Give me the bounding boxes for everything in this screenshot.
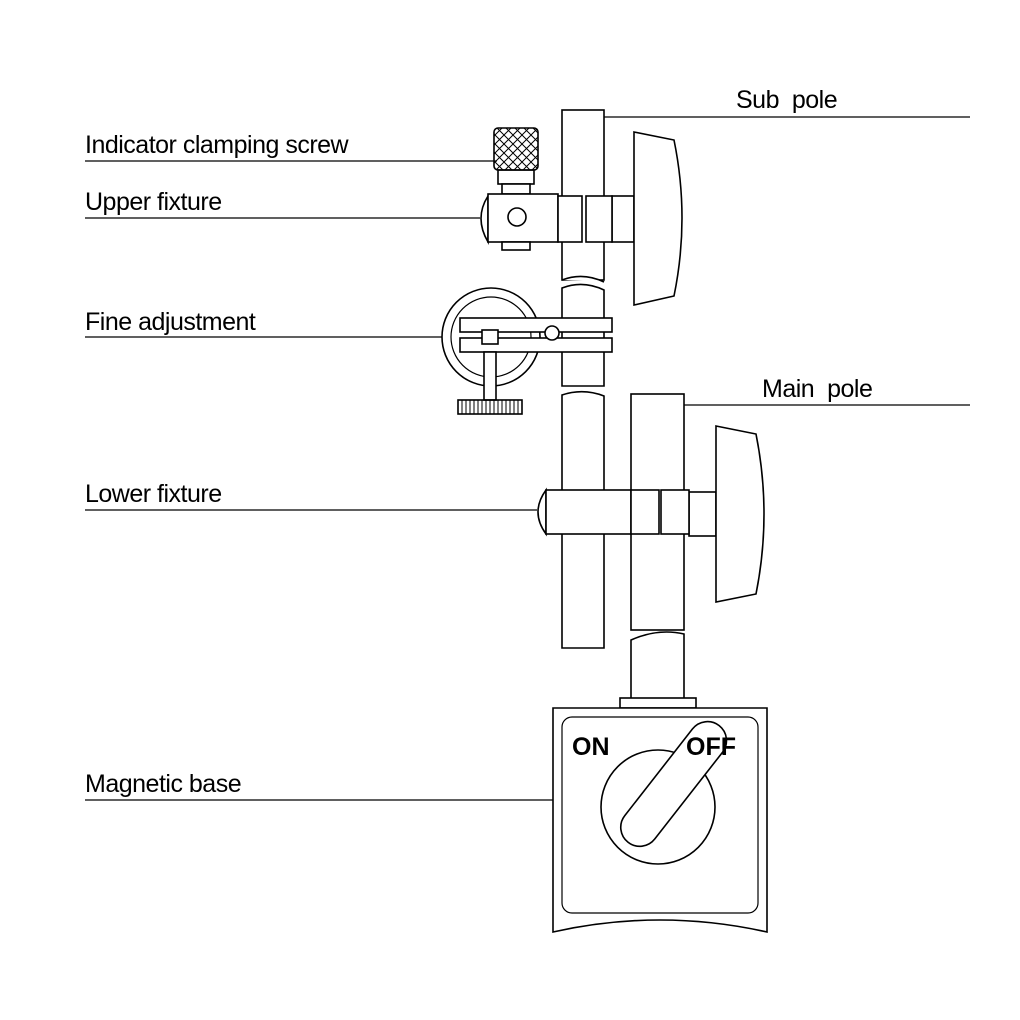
labels: Sub pole Indicator clamping screw Upper … bbox=[85, 86, 873, 798]
fine-adjustment bbox=[441, 287, 613, 415]
switch-on-label: ON bbox=[572, 733, 610, 761]
lower-dial-knob bbox=[688, 425, 765, 603]
switch-off-label: OFF bbox=[686, 733, 736, 761]
upper-fixture-label: Upper fixture bbox=[85, 188, 222, 216]
lower-fixture bbox=[537, 487, 690, 537]
indicator-clamping-screw-label: Indicator clamping screw bbox=[85, 131, 350, 159]
magnetic-base: ON OFF bbox=[552, 697, 768, 933]
upper-fixture bbox=[480, 169, 613, 251]
switch-lever[interactable] bbox=[613, 714, 734, 854]
main-pole-label: Main pole bbox=[762, 375, 872, 403]
upper-dial-knob bbox=[611, 131, 683, 306]
sub-pole bbox=[561, 109, 605, 649]
magnetic-base-label: Magnetic base bbox=[85, 770, 241, 798]
lower-fixture-label: Lower fixture bbox=[85, 480, 222, 508]
fine-adjustment-label: Fine adjustment bbox=[85, 308, 256, 336]
main-pole bbox=[630, 393, 685, 701]
leader-lines bbox=[85, 116, 970, 801]
indicator-clamping-screw bbox=[493, 127, 539, 171]
sub-pole-label: Sub pole bbox=[736, 86, 837, 114]
